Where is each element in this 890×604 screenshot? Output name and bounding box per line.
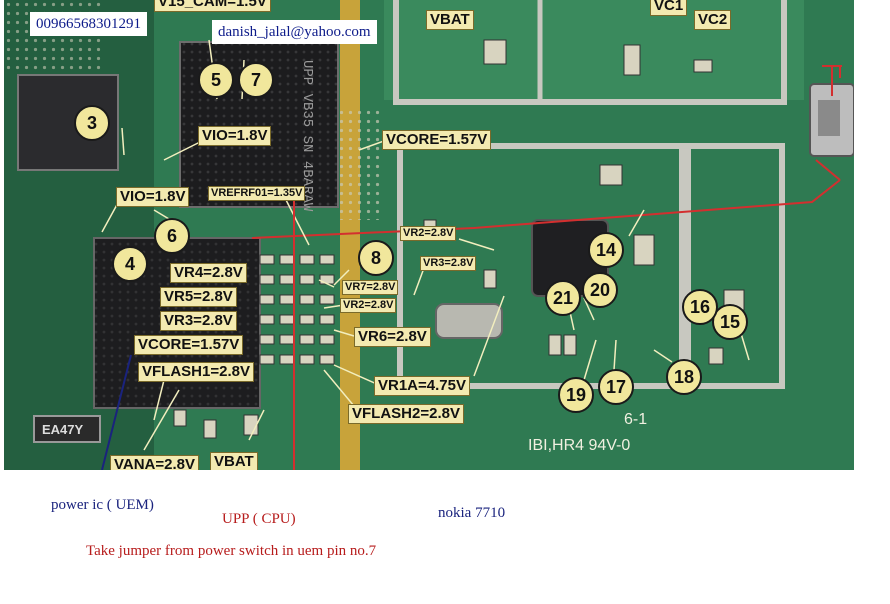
board-text-6-1: 6-1 xyxy=(624,411,647,428)
crystal xyxy=(435,303,503,339)
label-vcore-top: VCORE=1.57V xyxy=(382,130,492,150)
power-switch-button xyxy=(818,100,840,136)
switch-marker-tick xyxy=(815,159,841,181)
test-point-17: 17 xyxy=(598,369,634,405)
label-vr7: VR7=2.8V xyxy=(342,280,399,295)
label-vr2-mid: VR2=2.8V xyxy=(340,298,397,313)
phone-number-box: 00966568301291 xyxy=(30,12,147,36)
test-point-16: 16 xyxy=(682,289,718,325)
test-point-14: 14 xyxy=(588,232,624,268)
test-point-18: 18 xyxy=(666,359,702,395)
label-vbat-top: VBAT xyxy=(426,10,474,30)
label-vr3-right: VR3=2.8V xyxy=(420,256,477,271)
label-vana: VANA=2.8V xyxy=(110,455,200,470)
label-vr2-top: VR2=2.8V xyxy=(400,226,457,241)
gold-trace xyxy=(340,0,360,470)
caption-power-ic: power ic ( UEM) xyxy=(51,497,154,513)
small-components xyxy=(173,39,745,439)
label-v15-cam: V15_CAM=1.5V xyxy=(154,0,271,12)
label-vr1a: VR1A=4.75V xyxy=(374,376,470,396)
circuit-board-photo: UPP VB35 SN 4BARAW xyxy=(4,0,854,470)
label-vcore-left: VCORE=1.57V xyxy=(134,335,244,355)
label-vflash2: VFLASH2=2.8V xyxy=(348,404,464,424)
shield-frame-middle xyxy=(397,143,685,389)
email-box: danish_jalal@yahoo.com xyxy=(212,20,377,44)
ea47y-chip xyxy=(33,415,101,443)
via-field-mid xyxy=(340,110,380,220)
test-point-19: 19 xyxy=(558,377,594,413)
test-point-4: 4 xyxy=(112,246,148,282)
label-vr5: VR5=2.8V xyxy=(160,287,237,307)
upp-chip-text: UPP VB35 SN 4BARAW xyxy=(299,60,315,212)
label-vr6: VR6=2.8V xyxy=(354,327,431,347)
test-point-20: 20 xyxy=(582,272,618,308)
caption-instruction: Take jumper from power switch in uem pin… xyxy=(86,543,377,559)
caption-model: nokia 7710 xyxy=(438,505,506,521)
caption-upp-cpu: UPP ( CPU) xyxy=(222,511,296,527)
label-vflash1: VFLASH1=2.8V xyxy=(138,362,254,382)
label-vr3-left: VR3=2.8V xyxy=(160,311,237,331)
pcb-mark-text: IBI,HR4 94V-0 xyxy=(528,437,630,454)
test-point-3: 3 xyxy=(74,105,110,141)
label-vc2: VC2 xyxy=(694,10,732,30)
test-point-7: 7 xyxy=(238,62,274,98)
label-vbat-bottom: VBAT xyxy=(210,452,258,470)
shield-frame-top xyxy=(393,0,787,105)
jumper-wire xyxy=(251,179,841,239)
test-point-15: 15 xyxy=(712,304,748,340)
uem-pointer-line xyxy=(101,354,132,470)
test-point-6: 6 xyxy=(154,218,190,254)
test-point-5: 5 xyxy=(198,62,234,98)
ea47y-text: EA47Y xyxy=(42,422,84,437)
test-point-21: 21 xyxy=(545,280,581,316)
label-vrefrf01: VREFRF01=1.35V xyxy=(208,186,306,201)
label-vio-uem: VIO=1.8V xyxy=(116,187,190,207)
shield-frame-right xyxy=(685,143,785,389)
label-vr4: VR4=2.8V xyxy=(170,263,247,283)
label-vc1: VC1 xyxy=(650,0,688,16)
capacitor-grid xyxy=(259,254,335,365)
label-vio-upp: VIO=1.8V xyxy=(198,126,272,146)
test-point-8: 8 xyxy=(358,240,394,276)
